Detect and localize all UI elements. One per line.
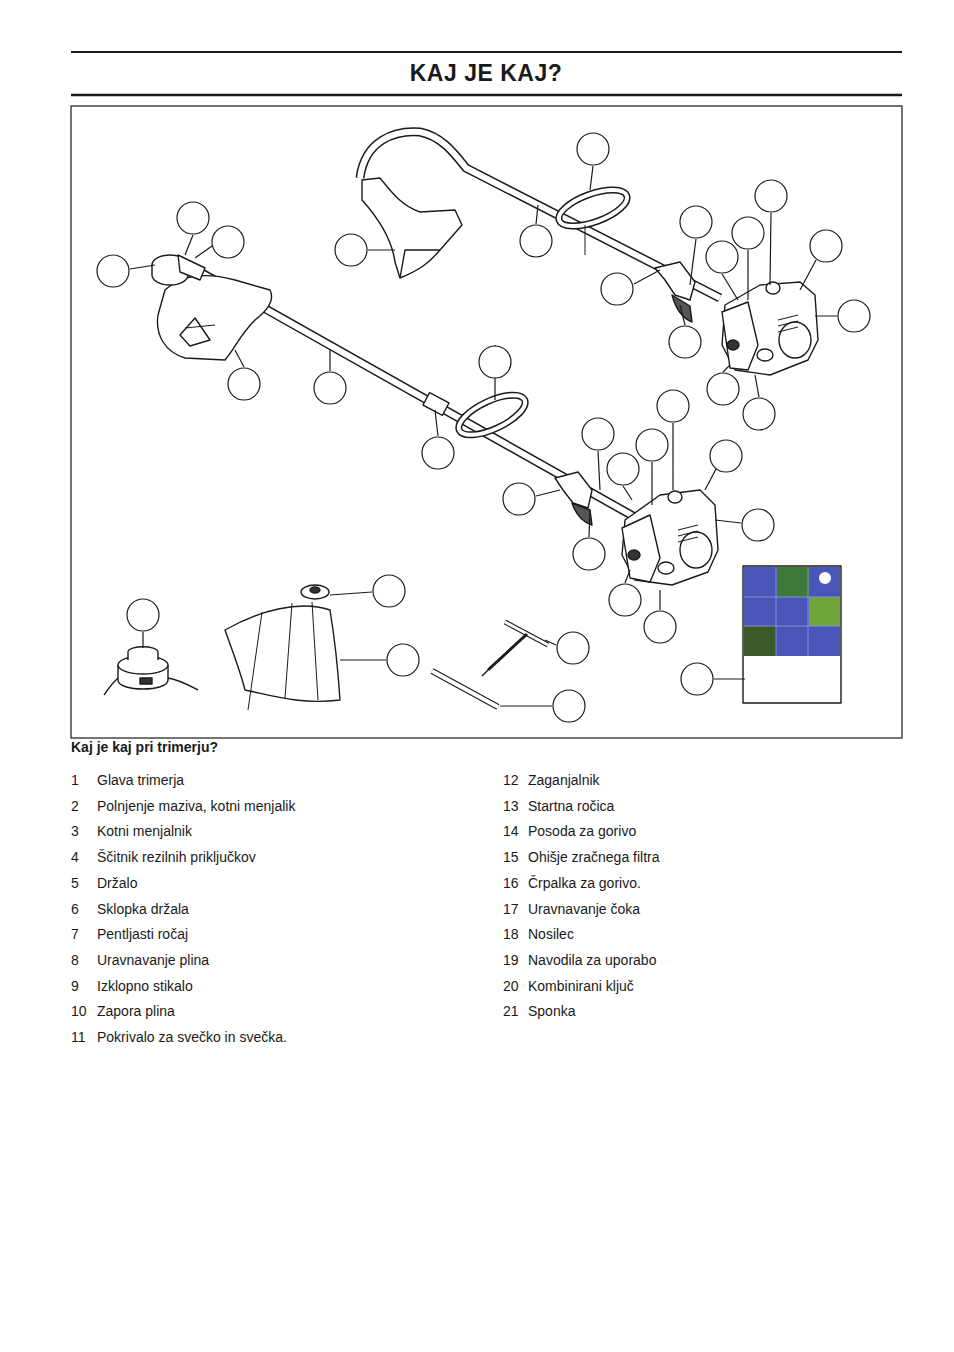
part-name: Glava trimerja	[97, 772, 184, 789]
part-name: Pentljasti ročaj	[97, 926, 188, 943]
part-name: Sponka	[528, 1003, 575, 1020]
part-name: Izklopno stikalo	[97, 978, 193, 995]
item-number: 12	[503, 772, 519, 789]
item-number: 11	[71, 1029, 86, 1046]
page-rules	[71, 52, 902, 738]
item-number: 1	[71, 772, 79, 789]
part-name: Sklopka držala	[97, 901, 189, 918]
part-name: Ščitnik rezilnih priključkov	[97, 849, 256, 866]
item-number: 14	[503, 823, 519, 840]
part-name: Kotni menjalnik	[97, 823, 192, 840]
item-number: 19	[503, 952, 519, 969]
page-title: KAJ JE KAJ?	[410, 60, 562, 88]
part-name: Posoda za gorivo	[528, 823, 636, 840]
upper-trimmer	[360, 132, 818, 375]
lower-trimmer	[152, 255, 718, 585]
part-name: Zaganjalnik	[528, 772, 600, 789]
part-name: Uravnavanje čoka	[528, 901, 640, 918]
item-number: 4	[71, 849, 79, 866]
item-number: 6	[71, 901, 79, 918]
part-name: Črpalka za gorivo.	[528, 875, 641, 892]
item-number: 5	[71, 875, 79, 892]
item-number: 16	[503, 875, 519, 892]
list-heading: Kaj je kaj pri trimerju?	[71, 739, 218, 756]
item-number: 3	[71, 823, 79, 840]
callout-circles	[97, 133, 870, 722]
part-name: Kombinirani ključ	[528, 978, 634, 995]
item-number: 18	[503, 926, 519, 943]
part-name: Nosilec	[528, 926, 574, 943]
part-name: Pokrivalo za svečko in svečka.	[97, 1029, 287, 1046]
item-number: 7	[71, 926, 79, 943]
item-number: 17	[503, 901, 519, 918]
item-number: 2	[71, 798, 79, 815]
part-name: Ohišje zračnega filtra	[528, 849, 660, 866]
part-name: Polnjenje maziva, kotni menjalik	[97, 798, 295, 815]
item-number: 21	[503, 1003, 519, 1020]
item-number: 9	[71, 978, 79, 995]
part-name: Zapora plina	[97, 1003, 175, 1020]
part-name: Držalo	[97, 875, 137, 892]
item-number: 20	[503, 978, 519, 995]
accessories	[104, 566, 841, 710]
item-number: 15	[503, 849, 519, 866]
item-number: 13	[503, 798, 519, 815]
item-number: 8	[71, 952, 79, 969]
part-name: Startna ročica	[528, 798, 614, 815]
part-name: Uravnavanje plina	[97, 952, 209, 969]
part-name: Navodila za uporabo	[528, 952, 656, 969]
item-number: 10	[71, 1003, 87, 1020]
